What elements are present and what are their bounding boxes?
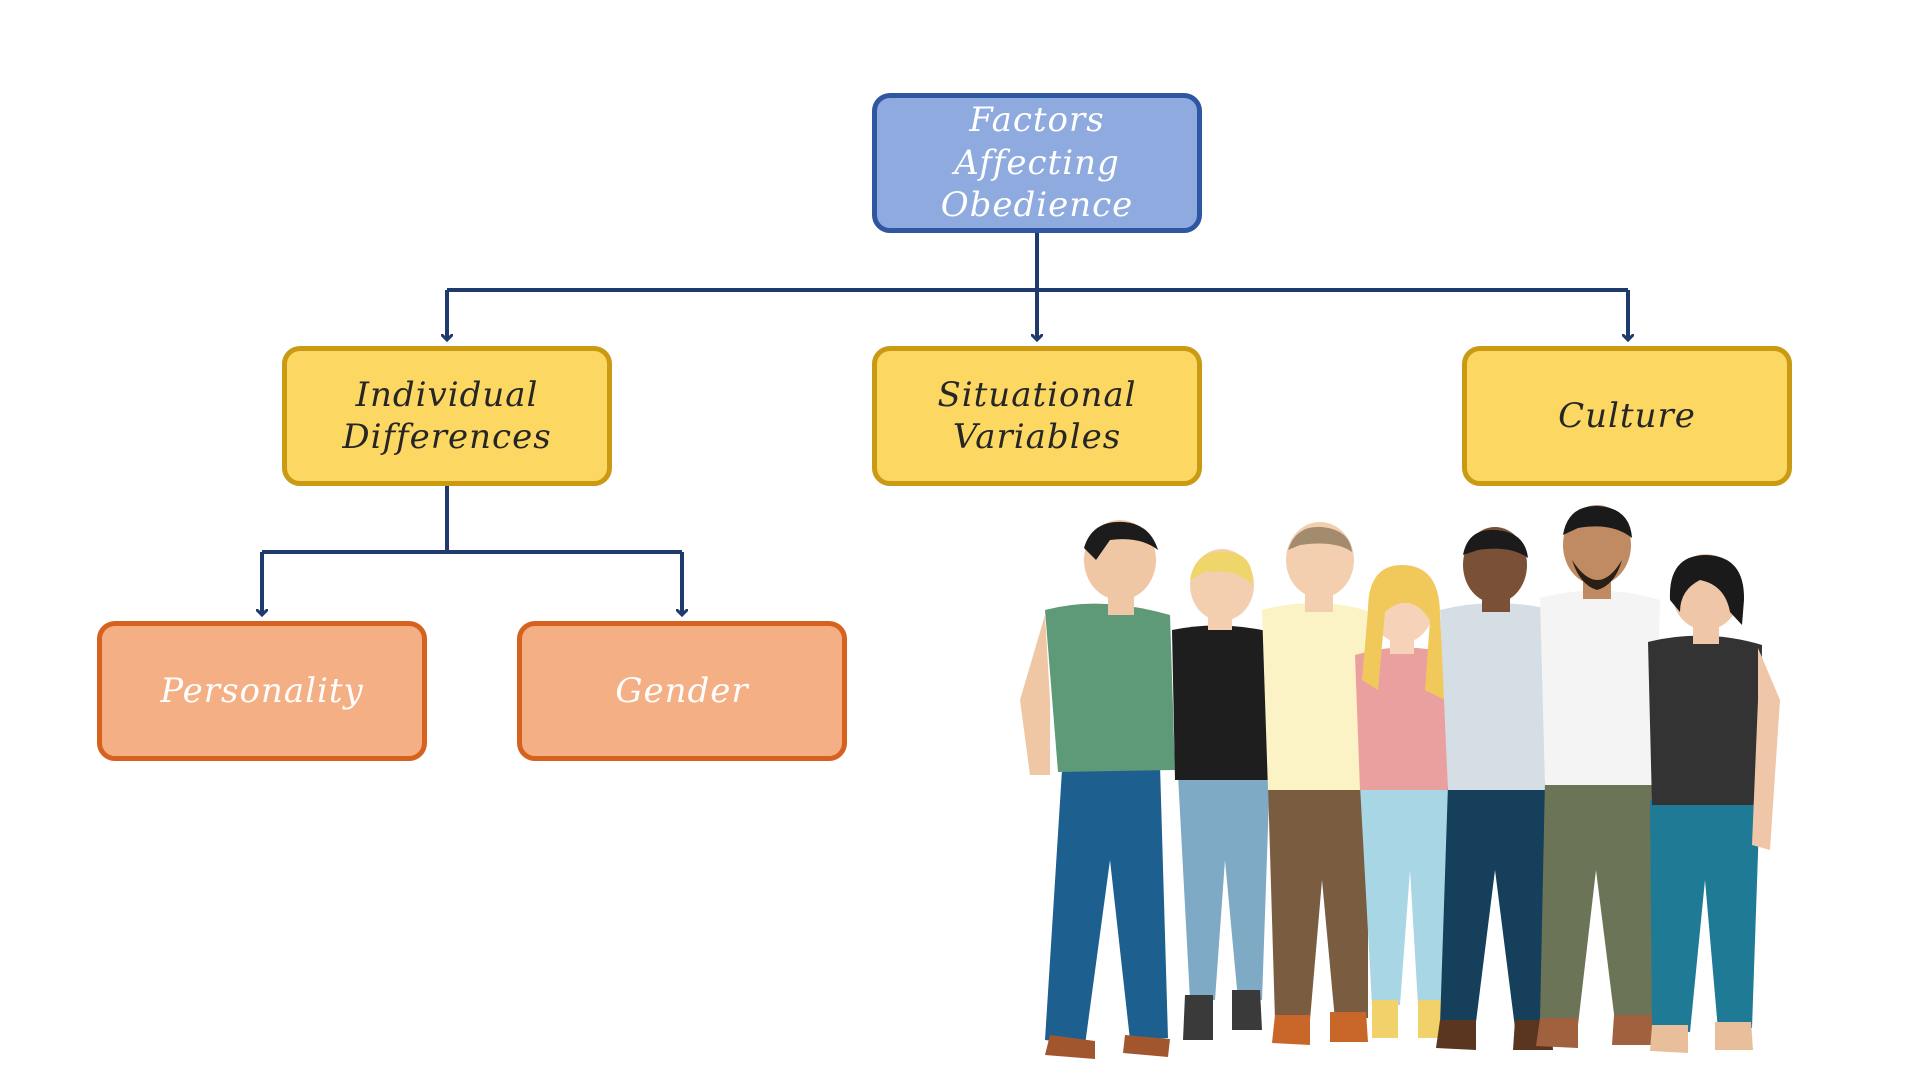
person-2-figure xyxy=(1172,549,1275,1040)
person-3-figure xyxy=(1262,522,1372,1045)
node-factors-affecting-obedience: Factors Affecting Obedience xyxy=(872,93,1202,233)
node-situational-variables: Situational Variables xyxy=(872,346,1202,486)
node-individual-differences: Individual Differences xyxy=(282,346,612,486)
person-5-figure xyxy=(1436,527,1560,1050)
person-4-figure xyxy=(1355,565,1455,1038)
node-personality: Personality xyxy=(97,621,427,761)
person-7-figure xyxy=(1648,554,1780,1053)
node-gender: Gender xyxy=(517,621,847,761)
node-culture: Culture xyxy=(1462,346,1792,486)
person-1-figure xyxy=(1020,520,1175,1059)
person-6-figure xyxy=(1536,505,1660,1048)
